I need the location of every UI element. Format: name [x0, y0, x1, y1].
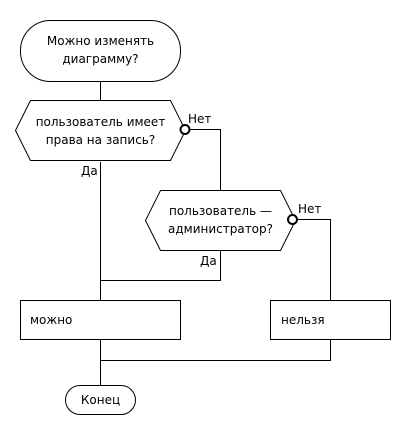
start-text: Можно изменять диаграмму?	[20, 32, 181, 68]
decision1-no-label: Нет	[188, 112, 212, 126]
end-terminator	[65, 385, 136, 415]
connector-decision1-no	[186, 129, 221, 192]
decision1-line2: права на запись?	[45, 133, 156, 147]
decision1-yes-label: Да	[81, 164, 98, 178]
decision2-line1: пользователь —	[168, 204, 272, 218]
decision2-no-label: Нет	[298, 202, 322, 216]
end-label: Конец	[80, 393, 121, 407]
decision2-no-port	[287, 214, 298, 225]
action-yes-box	[20, 300, 181, 340]
decision2-text: пользователь — администратор?	[150, 202, 291, 238]
decision1-shape	[14, 100, 187, 161]
connector-decision2-yes	[100, 250, 221, 281]
connector-decision2-no	[298, 219, 331, 300]
decision2-line2: администратор?	[167, 222, 274, 236]
decision2-yes-label: Да	[200, 254, 217, 268]
action-no-label: нельзя	[281, 313, 325, 327]
decision1-text: пользователь имеет права на запись?	[20, 113, 181, 149]
decision1-line1: пользователь имеет	[35, 115, 166, 129]
decision1-no-port	[179, 124, 191, 135]
action-no-box	[270, 300, 391, 340]
start-line1: Можно изменять	[46, 34, 155, 48]
decision2-shape	[144, 190, 297, 251]
start-terminator	[20, 20, 181, 82]
action-yes-label: можно	[30, 313, 73, 327]
connector-no-box-merge	[100, 340, 331, 361]
start-line2: диаграмму?	[62, 52, 139, 66]
